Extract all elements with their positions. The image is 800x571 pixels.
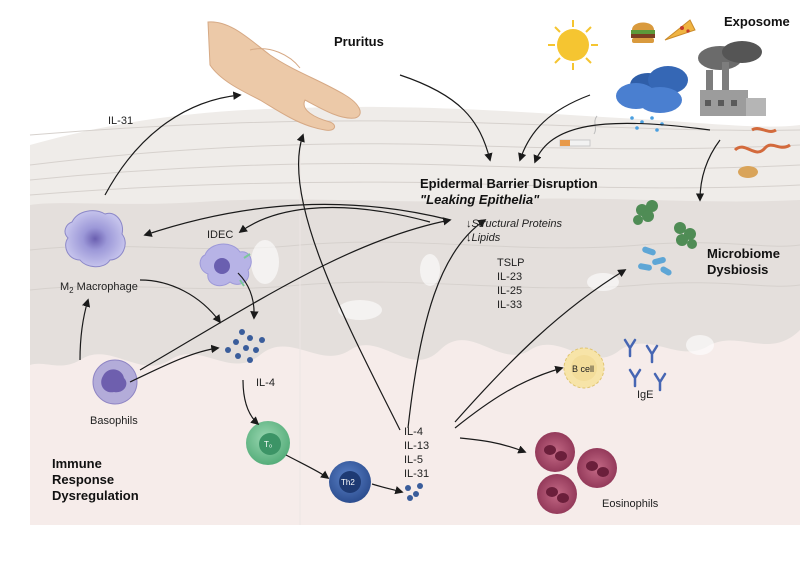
arrows — [79, 74, 721, 495]
th2-granules — [405, 483, 423, 501]
cytokine-item: IL-5 — [404, 454, 423, 466]
epidermis-layer — [30, 150, 800, 366]
il4-granules — [225, 329, 265, 363]
pizza-icon — [664, 19, 696, 41]
cytokine-item: IL-33 — [497, 299, 523, 311]
m2-macrophage-label: M2 Macrophage — [60, 281, 138, 296]
microbiome-label-line2: Dysbiosis — [707, 262, 769, 277]
th0-label: T₀ — [264, 440, 273, 449]
bacteria-cluster-icon — [633, 200, 697, 276]
burger-icon — [631, 22, 655, 43]
th2-cell — [329, 461, 371, 503]
cytokine-item: IL-31 — [404, 468, 430, 480]
sun-icon — [548, 20, 598, 70]
exposome-label: Exposome — [724, 14, 790, 29]
il4-label: IL-4 — [256, 377, 275, 389]
cytokine-item: IL-13 — [404, 440, 430, 452]
keratinocyte-spaces — [251, 240, 714, 355]
ige-label: IgE — [637, 389, 654, 401]
b-cell — [563, 347, 605, 389]
basophil-cell — [92, 359, 138, 405]
idec-label: IDEC — [207, 229, 234, 241]
barrier-title: Epidermal Barrier Disruption — [420, 176, 598, 191]
pruritus-label: Pruritus — [334, 34, 384, 49]
peanut-icon — [738, 166, 758, 178]
cytokine-item: IL-25 — [497, 285, 523, 297]
immune-label-line2: Response — [52, 472, 115, 487]
idec-cell — [199, 243, 252, 287]
lipids-label: ↓Lipids — [466, 232, 501, 244]
storm-cloud-icon — [616, 66, 688, 132]
ige-antibodies — [623, 338, 667, 392]
immune-label-line3: Dysregulation — [52, 488, 139, 503]
eosinophils-label: Eosinophils — [602, 498, 659, 510]
basophils-label: Basophils — [90, 415, 138, 427]
b-cell-label: B cell — [572, 364, 595, 374]
microbiome-label-line1: Microbiome — [707, 246, 780, 261]
barrier-subtitle: "Leaking Epithelia" — [420, 192, 540, 207]
immune-label-line1: Immune — [52, 456, 102, 471]
epidermal-cytokine-list: TSLP IL-23 IL-25 IL-33 — [497, 256, 525, 312]
cytokine-item: TSLP — [497, 257, 525, 269]
scratching-hand — [207, 21, 361, 131]
factory-icon — [698, 41, 766, 116]
m2-macrophage-cell — [64, 210, 126, 268]
stratum-corneum — [30, 106, 800, 205]
th0-cell — [246, 421, 290, 465]
eosinophil-cells — [535, 432, 617, 514]
cytokine-item: IL-4 — [404, 426, 423, 438]
th2-cytokine-list: IL-4 IL-13 IL-5 IL-31 — [404, 425, 429, 481]
il31-label: IL-31 — [108, 115, 134, 127]
cytokine-item: IL-23 — [497, 271, 523, 283]
allergen-worm-icon — [733, 127, 791, 154]
th2-label: Th2 — [341, 478, 355, 487]
structural-proteins-label: ↓Structural Proteins — [466, 218, 562, 230]
